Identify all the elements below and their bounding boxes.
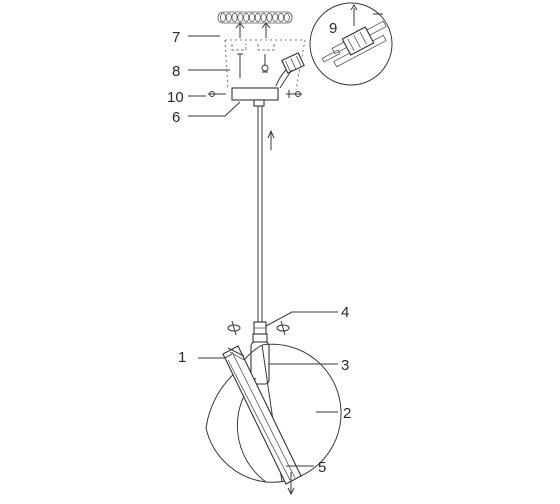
suspension-rod: [257, 106, 275, 322]
leader-lines: [188, 35, 338, 467]
terminal-block: [275, 52, 305, 89]
callout-7: 7: [172, 29, 180, 46]
lamp-socket: [250, 333, 270, 385]
callout-10: 10: [167, 89, 184, 106]
ceiling-canopy-plate: [208, 87, 302, 107]
callout-2: 2: [343, 405, 351, 422]
callout-4: 4: [341, 304, 349, 321]
plug-coil: [260, 12, 267, 23]
plug-coil: [272, 12, 279, 23]
wall-plugs: [217, 11, 293, 38]
callout-1: 1: [178, 349, 186, 366]
plug-coil: [243, 12, 250, 23]
callout-9: 9: [329, 20, 337, 37]
plug-coil-pattern: [219, 12, 290, 23]
plug-coil: [254, 12, 261, 23]
down-arrow: [287, 472, 295, 496]
plug-coil: [266, 12, 273, 23]
coupler-nut: [227, 320, 290, 336]
plug-coil: [237, 12, 244, 23]
plug-coil: [231, 12, 238, 23]
plug-coil: [283, 12, 290, 23]
plug-coil: [248, 12, 255, 23]
callout-3: 3: [341, 357, 349, 374]
terminal-detail-circle: [309, 2, 393, 86]
plug-coil: [219, 12, 226, 23]
glass-plate: [222, 345, 302, 485]
plug-coil: [277, 12, 284, 23]
callout-5: 5: [318, 459, 326, 476]
callout-6: 6: [172, 109, 180, 126]
plug-coil: [225, 12, 232, 23]
callout-8: 8: [172, 63, 180, 80]
